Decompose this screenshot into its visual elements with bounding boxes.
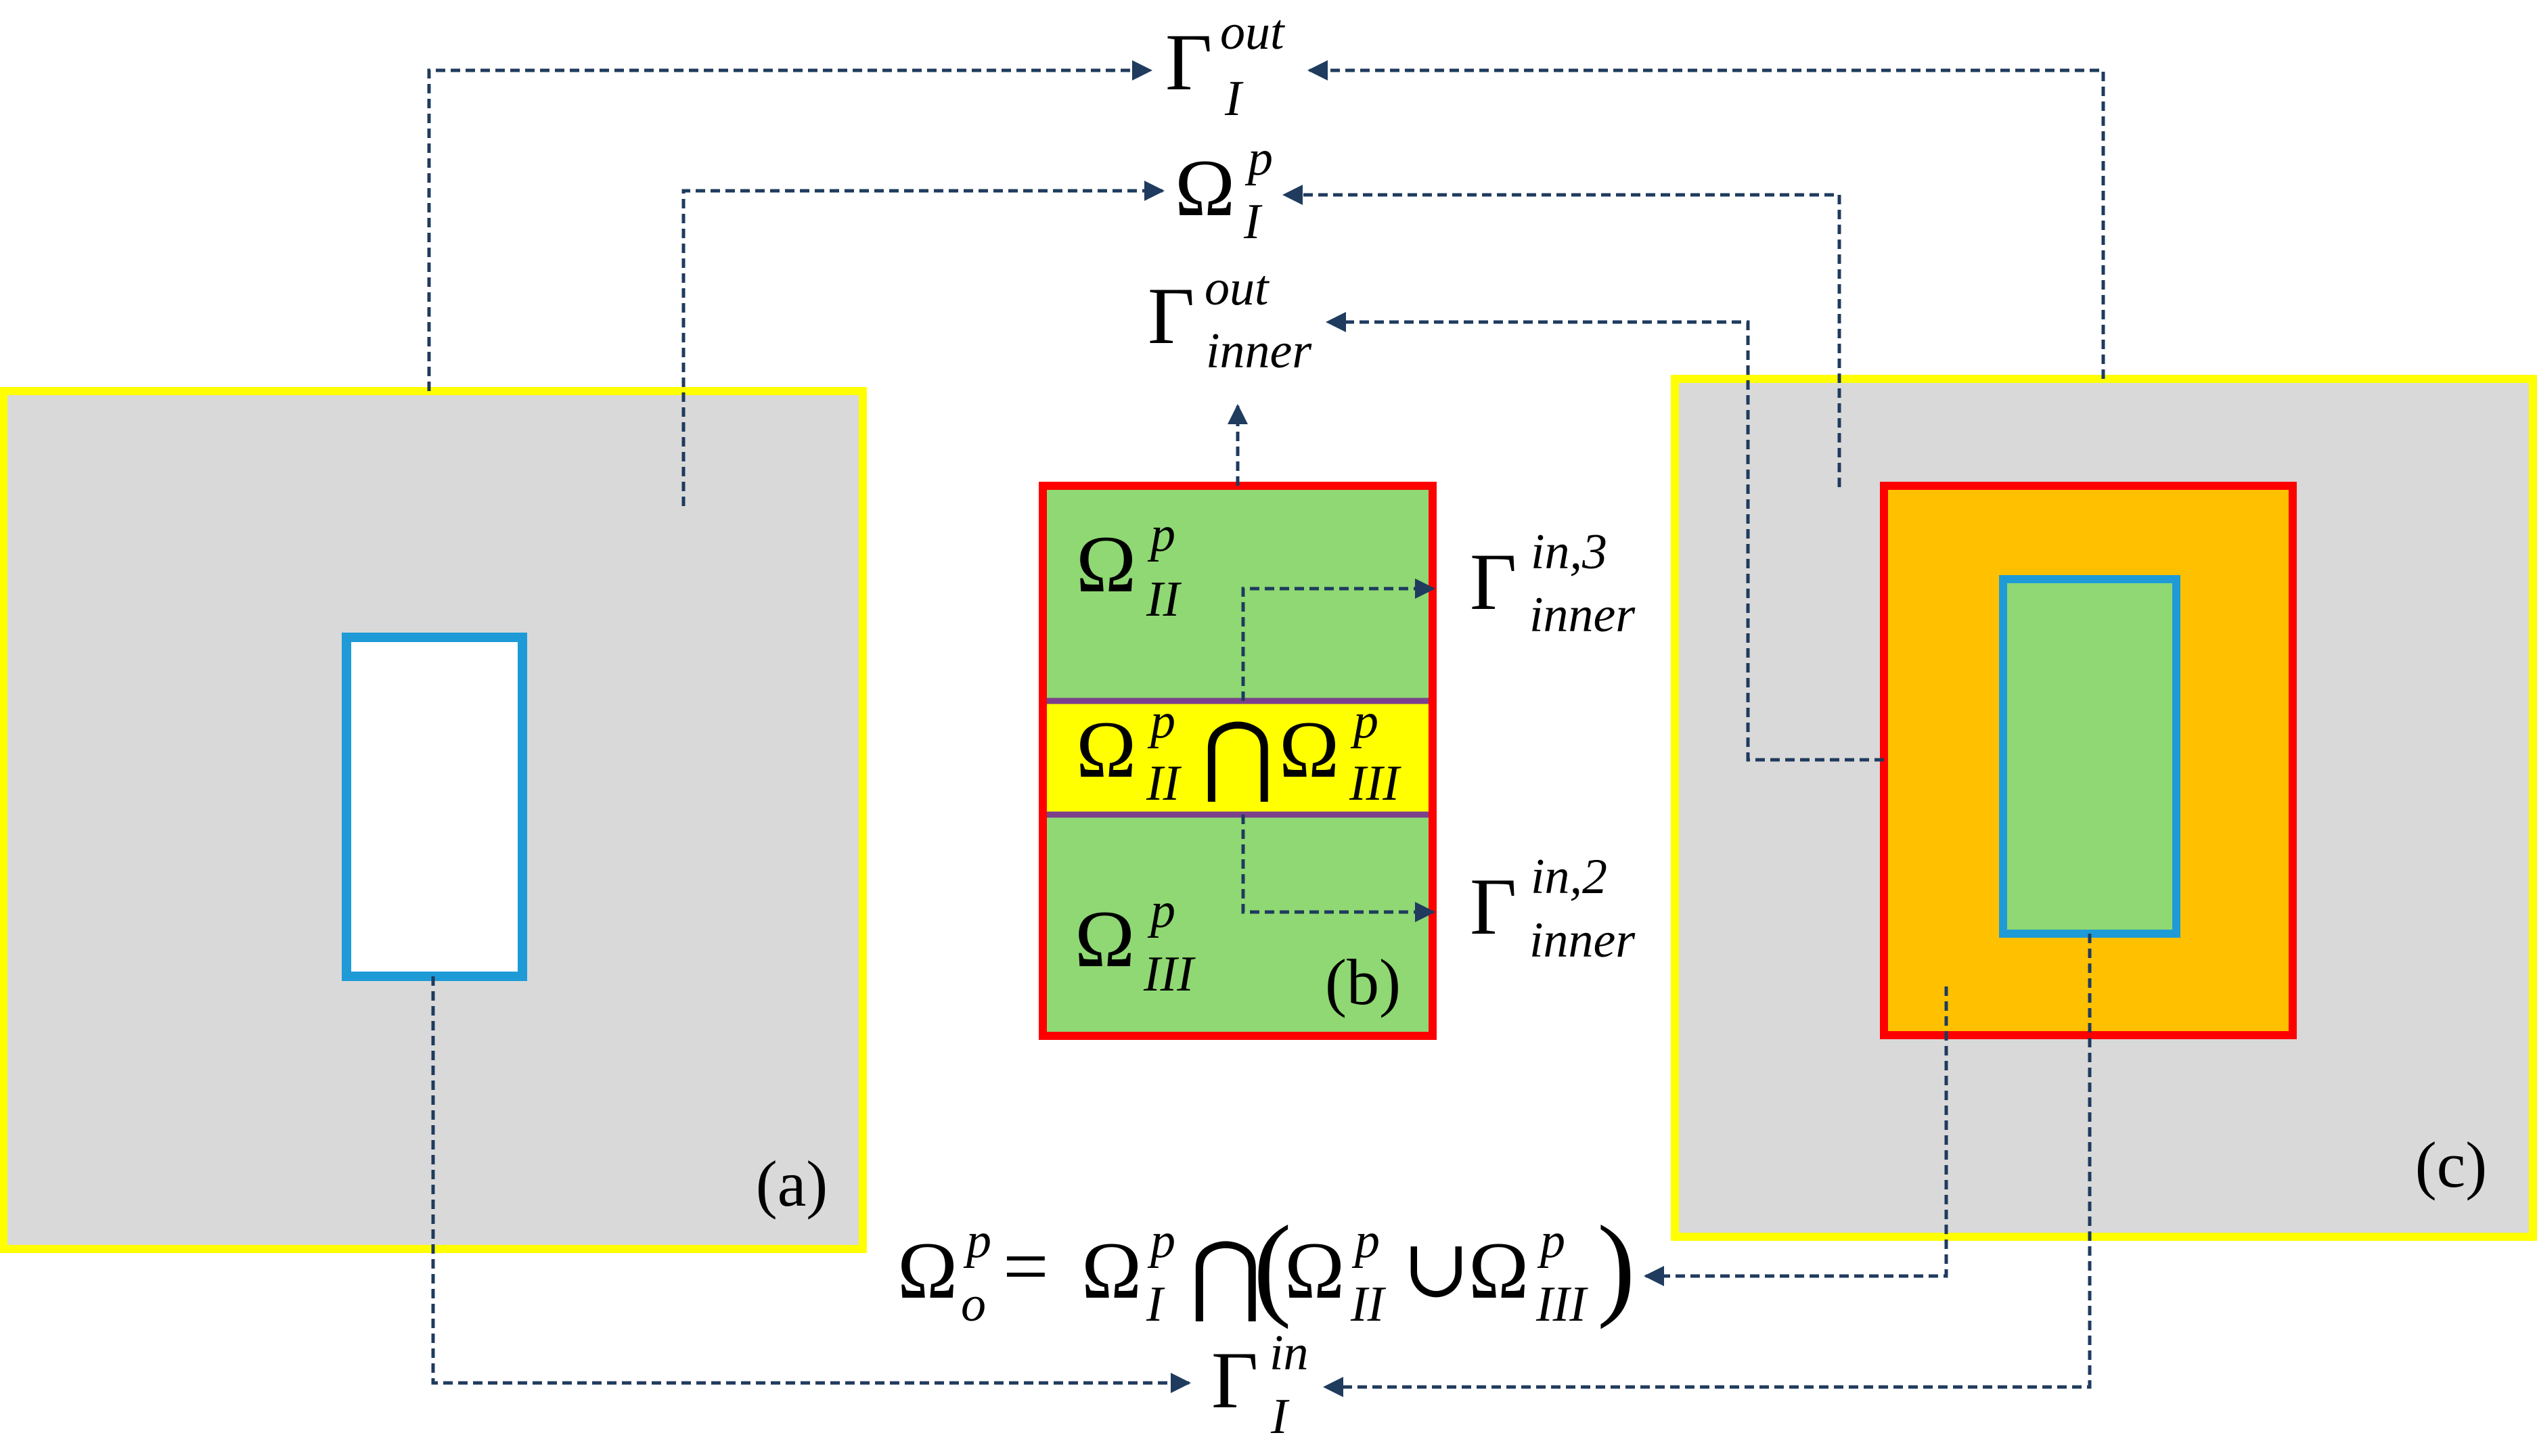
gamma-inner-in2-symbol: Γ — [1470, 861, 1517, 951]
connector-a-to-omega-I-p — [681, 181, 1165, 506]
overlap-omega-II-sup: p — [1147, 693, 1175, 749]
omega-III-p-sub: III — [1143, 947, 1196, 1002]
omega-I-p-symbol: Ω — [1175, 143, 1235, 233]
eq-omega-III-sup: p — [1537, 1213, 1565, 1269]
gamma-inner-in3-sup: in,3 — [1531, 524, 1607, 580]
overlap-omega-II-symbol: Ω — [1076, 704, 1136, 794]
label-gamma-I-in: Γ in I — [1211, 1325, 1309, 1444]
omega-III-p-symbol: Ω — [1075, 894, 1135, 984]
connector-b-to-gamma-inner-in2 — [1241, 815, 1435, 922]
label-omega-III-p: Ω p III — [1075, 883, 1196, 1002]
eq-cap: ⋂ — [1190, 1227, 1262, 1324]
omega-II-p-sub: II — [1146, 572, 1182, 627]
omega-II-p-symbol: Ω — [1076, 519, 1136, 609]
overlap-omega-III-symbol: Ω — [1279, 704, 1339, 794]
panel-a: (a) — [0, 387, 867, 1253]
omega-I-p-sup: p — [1244, 131, 1273, 186]
gamma-I-out-sup: out — [1220, 5, 1286, 60]
eq-omega-o-sup: p — [963, 1213, 991, 1269]
eq-omega-I-sup: p — [1147, 1213, 1175, 1269]
eq-omega-I-symbol: Ω — [1081, 1225, 1142, 1315]
omega-III-p-sup: p — [1147, 883, 1175, 938]
panel-a-label: (a) — [756, 1147, 828, 1220]
gamma-I-out-symbol: Γ — [1165, 17, 1212, 107]
eq-omega-III-sub: III — [1535, 1277, 1588, 1332]
connector-c-to-gamma-I-out — [1307, 60, 2105, 379]
eq-omega-II-sub: II — [1350, 1277, 1387, 1332]
panel-c: (c) — [1671, 375, 2537, 1241]
label-omega-I-p: Ω p I — [1175, 131, 1273, 250]
connector-b-to-gamma-inner-in3 — [1241, 578, 1435, 701]
omega-II-p-sup: p — [1147, 507, 1175, 562]
panel-b-omega-II-region — [1043, 486, 1433, 701]
eq-equals: = — [1003, 1221, 1049, 1311]
panel-c-label: (c) — [2415, 1129, 2488, 1201]
label-gamma-inner-in3: Γ in,3 inner — [1470, 524, 1636, 643]
label-omega-o-equation: Ω p o = Ω p I ⋂ ( Ω p II ∪ Ω p III ) — [897, 1202, 1636, 1332]
gamma-inner-in2-sup: in,2 — [1531, 849, 1607, 905]
panel-b-overlap-region — [1043, 701, 1433, 815]
eq-omega-III-symbol: Ω — [1468, 1225, 1529, 1315]
gamma-I-in-sup: in — [1270, 1325, 1309, 1381]
eq-omega-II-sup: p — [1351, 1213, 1380, 1269]
label-overlap: Ω p II ⋂ Ω p III — [1076, 693, 1401, 811]
eq-cup: ∪ — [1402, 1224, 1470, 1314]
eq-omega-o-sub: o — [961, 1277, 986, 1332]
panel-b-label: (b) — [1325, 946, 1401, 1018]
panel-b: (b) — [1039, 482, 1437, 1040]
gamma-inner-in3-sub: inner — [1529, 587, 1636, 643]
gamma-I-in-symbol: Γ — [1211, 1335, 1258, 1425]
connector-c-to-gamma-inner-out — [1326, 312, 1884, 762]
overlap-omega-III-sub: III — [1349, 756, 1401, 811]
label-gamma-inner-in2: Γ in,2 inner — [1470, 849, 1636, 968]
label-gamma-I-out: Γ out I — [1165, 5, 1286, 127]
panel-b-omega-III-region — [1043, 815, 1433, 1036]
gamma-inner-in3-symbol: Γ — [1470, 537, 1517, 627]
gamma-I-in-sub: I — [1270, 1389, 1290, 1444]
connector-a-to-gamma-I-in — [431, 976, 1191, 1393]
gamma-I-out-sub: I — [1224, 71, 1244, 127]
connector-c-to-omega-o-p — [1644, 986, 1948, 1286]
connectors — [427, 60, 2105, 1397]
gamma-inner-out-sub: inner — [1206, 323, 1312, 379]
eq-rparen: ) — [1597, 1202, 1636, 1329]
label-omega-II-p: Ω p II — [1076, 507, 1182, 627]
connector-c-to-omega-I-p — [1282, 185, 1841, 487]
overlap-cap-symbol: ⋂ — [1202, 707, 1274, 804]
eq-lparen: ( — [1253, 1202, 1292, 1329]
overlap-omega-III-sup: p — [1350, 693, 1378, 749]
eq-omega-II-symbol: Ω — [1284, 1225, 1345, 1315]
eq-omega-I-sub: I — [1146, 1277, 1165, 1332]
panel-a-inner-hole — [342, 633, 527, 981]
label-gamma-inner-out: Γ out inner — [1148, 260, 1312, 379]
eq-omega-o-symbol: Ω — [897, 1225, 958, 1315]
overlap-omega-II-sub: II — [1146, 756, 1182, 811]
gamma-inner-out-sup: out — [1205, 260, 1270, 316]
gamma-inner-out-symbol: Γ — [1148, 271, 1194, 361]
omega-I-p-sub: I — [1243, 194, 1263, 250]
connector-a-to-gamma-I-out — [427, 60, 1152, 391]
gamma-inner-in2-sub: inner — [1529, 913, 1636, 968]
panel-c-inner-domain — [1999, 575, 2180, 938]
connector-c-to-gamma-I-in — [1323, 934, 2092, 1397]
